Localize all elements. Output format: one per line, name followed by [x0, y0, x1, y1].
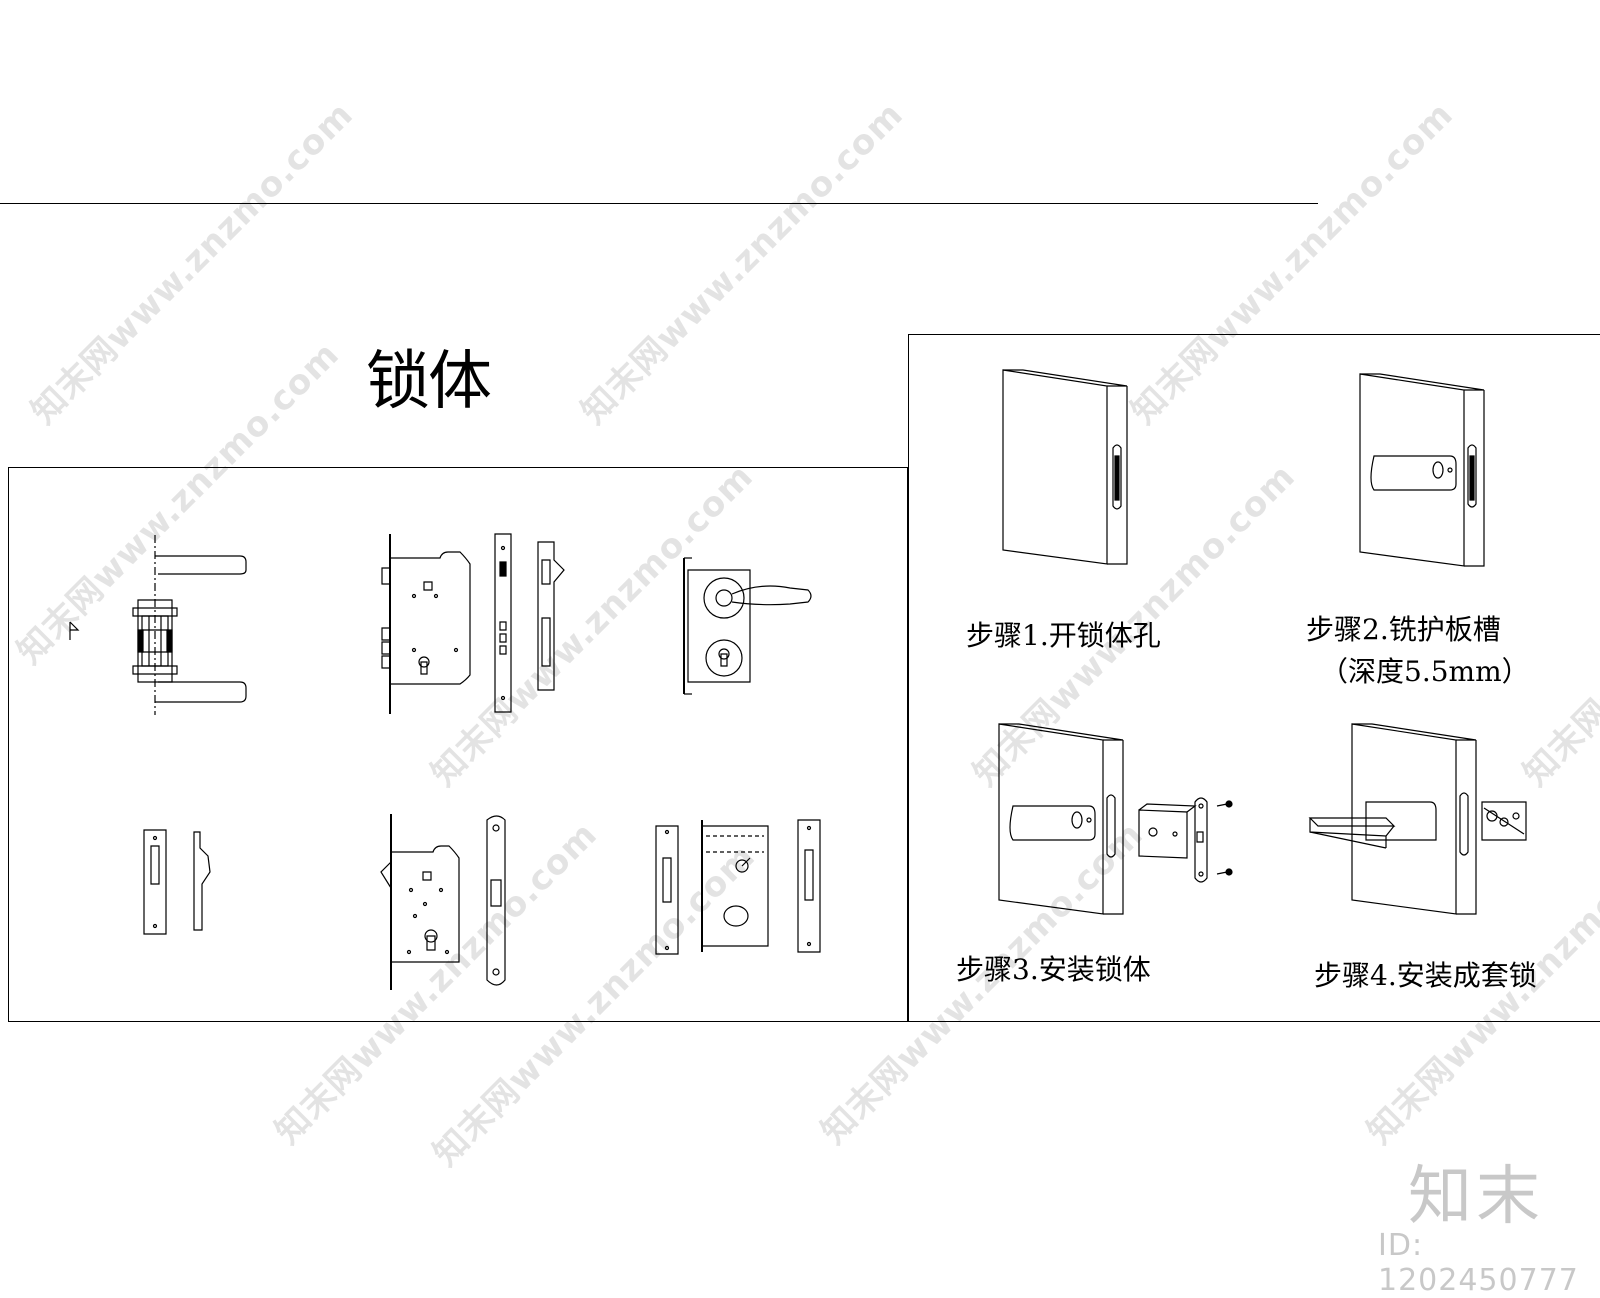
step-1-label: 步骤1.开锁体孔 — [966, 619, 1161, 652]
step-3-label: 步骤3.安装锁体 — [956, 953, 1151, 986]
step-3-door-drawing — [995, 722, 1250, 918]
step-4-door-drawing — [1306, 722, 1546, 918]
watermark: 知末网www.znzmo.com — [573, 94, 912, 432]
mortise-lock-body-drawing — [370, 530, 590, 715]
mortise-lock-body-2-drawing — [375, 812, 535, 992]
sliding-lock-drawing — [650, 816, 840, 956]
step-1-door-drawing — [995, 368, 1145, 570]
image-id-label: ID: 1202450777 — [1378, 1228, 1579, 1298]
lever-handle-drawing — [60, 530, 260, 720]
brand-logo: 知末 — [1408, 1160, 1544, 1234]
strike-plate-drawing — [138, 826, 238, 936]
page-title: 锁体 — [366, 345, 492, 419]
step-2-depth-note: （深度5.5mm） — [1320, 655, 1530, 688]
installation-steps-panel — [908, 334, 1600, 1022]
knob-lever-lock-drawing — [680, 556, 830, 696]
divider-line — [0, 203, 1318, 204]
step-2-label: 步骤2.铣护板槽 — [1306, 613, 1501, 646]
step-2-door-drawing — [1356, 372, 1506, 572]
step-4-label: 步骤4.安装成套锁 — [1314, 959, 1537, 992]
lock-parts-panel — [8, 467, 908, 1022]
